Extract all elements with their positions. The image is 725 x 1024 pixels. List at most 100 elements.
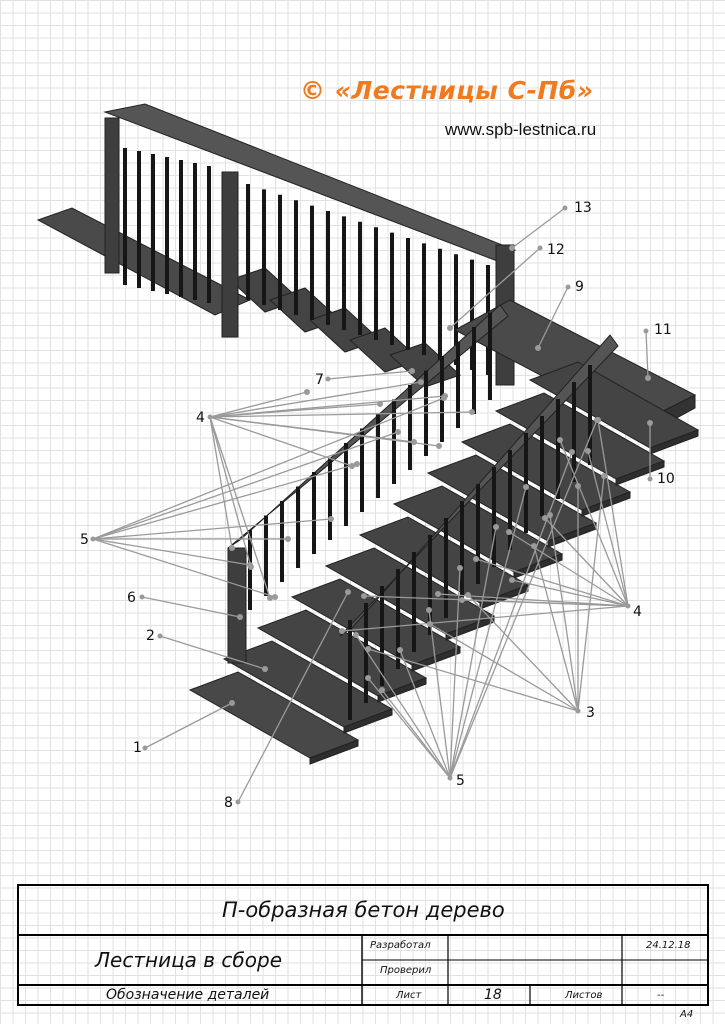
tread-edge-1 [309, 739, 359, 765]
leader-line [511, 579, 629, 607]
leader-line [449, 526, 497, 779]
leader-dot [207, 414, 213, 420]
leader-dot [523, 484, 529, 490]
callout-11: 11 [654, 322, 672, 338]
leader-line [587, 450, 629, 607]
drawing-subtitle: Обозначение деталей [106, 987, 270, 1003]
sheets-value: -- [657, 990, 665, 1001]
leader-line [92, 431, 399, 540]
sheets-label: Листов [565, 990, 603, 1001]
leader-line [92, 397, 445, 540]
sheet-label: Лист [396, 990, 422, 1001]
leader-dot [473, 556, 479, 562]
leader-line [381, 689, 451, 779]
callout-4-left: 4 [196, 410, 205, 426]
leader-dot [90, 536, 96, 542]
leader-line [92, 463, 358, 540]
brand-copyright: © «Лестницы С-Пб» [300, 76, 594, 105]
left-newel-post [227, 547, 247, 664]
leader-dot [647, 476, 653, 482]
developed-label: Разработал [370, 940, 431, 951]
leader-dot [157, 633, 163, 639]
leader-line [449, 451, 573, 779]
leader-line [144, 702, 233, 749]
leader-dot [509, 577, 515, 583]
leader-line [209, 416, 271, 599]
leader-line [577, 475, 605, 712]
leader-line [92, 538, 251, 566]
leader-dot [575, 708, 581, 714]
drawing-date: 24.12.18 [646, 940, 691, 951]
leader-line [533, 545, 579, 712]
leader-dot [537, 245, 543, 251]
leader-dot [535, 345, 541, 351]
leader-dot [547, 512, 553, 518]
leader-dot [447, 325, 453, 331]
leader-dot [643, 328, 649, 334]
paper-format: А4 [680, 1009, 694, 1020]
leader-line [355, 634, 451, 779]
leader-dot [361, 593, 367, 599]
tread-edge-7 [513, 553, 563, 579]
leader-dot [647, 420, 653, 426]
callout-8: 8 [224, 795, 233, 811]
leader-dot [565, 284, 571, 290]
leader-dot [377, 401, 383, 407]
leader-dot [353, 632, 359, 638]
leader-dot [594, 417, 600, 423]
leader-dot [339, 628, 345, 634]
website-url[interactable]: www.spb-lestnica.ru [445, 120, 597, 139]
drawing-name: Лестница в сборе [95, 948, 283, 972]
tread-edge-10 [615, 460, 665, 486]
leader-dot [379, 687, 385, 693]
leader-dot [411, 439, 417, 445]
checked-label: Проверил [380, 965, 432, 976]
leader-dot [409, 368, 415, 374]
callout-10: 10 [657, 471, 675, 487]
leader-line [449, 247, 541, 329]
leader-line [544, 517, 629, 607]
leader-dot [447, 775, 453, 781]
drawing-title: П-образная бетон дерево [222, 898, 505, 922]
callout-5-left: 5 [80, 532, 89, 548]
leader-dot [237, 614, 243, 620]
leader-line [559, 439, 629, 607]
upper-handrail [103, 103, 516, 263]
leader-line [141, 596, 241, 618]
leader-dot [441, 395, 447, 401]
upper-landing [36, 207, 252, 316]
leader-line [467, 594, 579, 712]
leader-dot [365, 675, 371, 681]
leader-dot [645, 375, 651, 381]
upper-post-mid [221, 171, 239, 338]
callout-12: 12 [547, 242, 565, 258]
leader-dot [469, 409, 475, 415]
leader-line [92, 518, 332, 540]
leader-dot [506, 529, 512, 535]
callout-4-right: 4 [633, 604, 642, 620]
leader-dot [625, 603, 631, 609]
leader-dots [90, 205, 653, 805]
leader-dot [493, 524, 499, 530]
leader-line [449, 567, 461, 779]
tread-edge-3 [377, 677, 427, 703]
leader-dot [601, 473, 607, 479]
leader-dot [247, 562, 253, 568]
leader-line [237, 591, 349, 803]
sheet-number: 18 [484, 987, 502, 1003]
leader-lines [92, 207, 651, 803]
leader-dot [272, 594, 278, 600]
callout-1: 1 [133, 740, 142, 756]
leader-line [449, 486, 527, 779]
tread-edge-9 [581, 491, 631, 517]
leader-line [209, 411, 473, 418]
leader-dot [325, 376, 331, 382]
callout-5-bottom: 5 [456, 773, 465, 789]
leader-dot [229, 545, 235, 551]
leader-dot [531, 543, 537, 549]
leader-line [645, 330, 649, 379]
leader-line [429, 623, 579, 712]
leader-dot [139, 594, 145, 600]
tread-edge-2 [343, 708, 393, 734]
